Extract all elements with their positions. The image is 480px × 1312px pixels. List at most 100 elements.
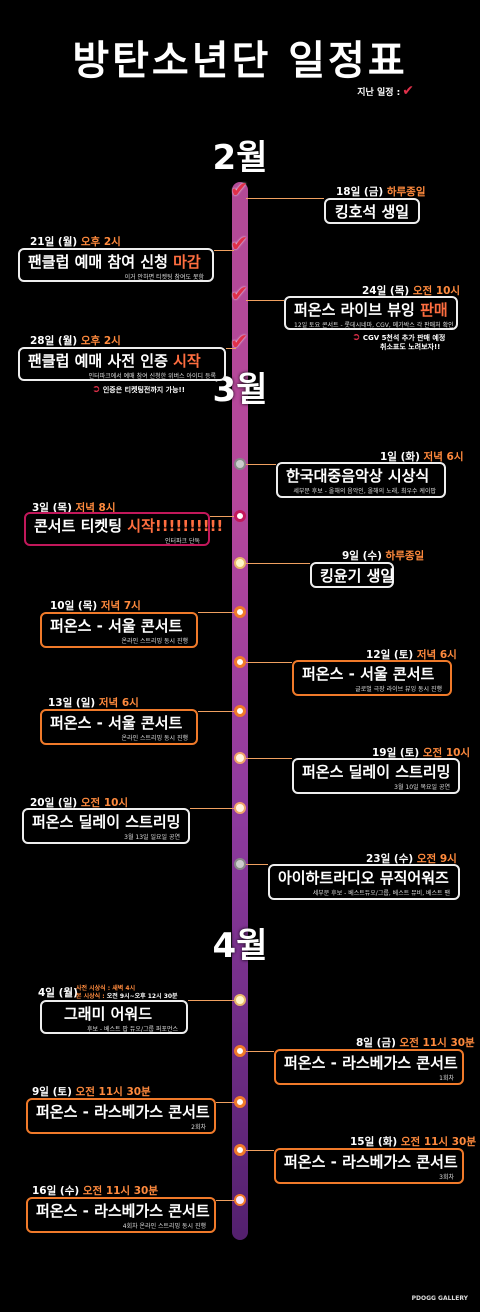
event-card-delay-streaming-1[interactable]: 퍼온스 딜레이 스트리밍 3월 10일 목요일 공연 xyxy=(292,758,460,794)
event-title: 퍼온스 - 라스베가스 콘서트 xyxy=(36,1202,210,1220)
connector-line xyxy=(246,1051,274,1052)
event-subtext: 3월 10일 목요일 공연 xyxy=(394,784,450,791)
event-note: ➲ CGV 5천석 추가 판매 예정 xyxy=(352,332,446,343)
event-card-fanclub-apply[interactable]: 팬클럽 예매 참여 신청 마감 이거 안하면 티켓팅 참여도 못함 xyxy=(18,248,214,282)
event-date: 9일 (수) 하루종일 xyxy=(342,550,425,562)
event-card-ticketing[interactable]: 콘서트 티켓팅 시작!!!!!!!!!! 인터파크 단독 xyxy=(24,512,223,546)
timeline-dot xyxy=(234,510,246,522)
event-card-hoseok-birthday[interactable]: 킹호석 생일 xyxy=(324,198,420,224)
event-subtext: 세부문 후보 - 베스트듀오/그룹, 베스트 뮤비, 베스트 팬 xyxy=(312,890,450,897)
timeline-dot xyxy=(234,656,246,668)
arrow-icon: ➲ xyxy=(352,332,361,343)
legend-label: 지난 일정 : xyxy=(357,88,401,98)
connector-line xyxy=(210,516,234,517)
event-card-kma[interactable]: 한국대중음악상 시상식 세부문 후보 - 올해의 음악인, 올해의 노래, 최우… xyxy=(276,462,446,498)
check-icon: ✔ xyxy=(402,83,414,99)
event-subtext: 후보 - 베스트 팝 듀오/그룹 퍼포먼스 xyxy=(86,1026,178,1033)
timeline-dot xyxy=(234,705,246,717)
event-title: 팬클럽 예매 사전 인증 시작 xyxy=(28,352,201,370)
connector-line xyxy=(198,612,234,613)
event-subtext: 세부문 후보 - 올해의 음악인, 올해의 노래, 최우수 케이팝 xyxy=(293,488,436,495)
event-card-lasvegas-1[interactable]: 퍼온스 - 라스베가스 콘서트 1회차 xyxy=(274,1049,464,1085)
event-subtext: 온라인 스트리밍 동시 진행 xyxy=(121,735,188,742)
event-subtext: 4회차 온라인 스트리밍 동시 진행 xyxy=(122,1223,206,1230)
credit-label: PDOGG GALLERY xyxy=(411,1295,468,1302)
event-card-lasvegas-3[interactable]: 퍼온스 - 라스베가스 콘서트 3회차 xyxy=(274,1148,464,1184)
event-date: 21일 (월) 오후 2시 xyxy=(30,236,121,248)
event-date: 18일 (금) 하루종일 xyxy=(336,186,426,198)
arrow-icon: ➲ xyxy=(92,384,101,395)
event-subtext: 인터파크 단독 xyxy=(164,538,200,545)
event-date: 16일 (수) 오전 11시 30분 xyxy=(32,1185,159,1197)
event-date: 28일 (월) 오후 2시 xyxy=(30,335,121,347)
event-note: 취소표도 노려보자!! xyxy=(380,343,441,351)
event-subtext: 글로벌 극장 라이브 뷰잉 동시 진행 xyxy=(355,686,442,693)
event-subtext: 3회차 xyxy=(439,1174,454,1181)
event-card-iheartradio[interactable]: 아이하트라디오 뮤직어워즈 세부문 후보 - 베스트듀오/그룹, 베스트 뮤비,… xyxy=(268,864,460,900)
event-card-fanclub-verify[interactable]: 팬클럽 예매 사전 인증 시작 인터파크에서 예매 참여 신청한 위버스 아이디… xyxy=(18,347,226,381)
connector-line xyxy=(188,1000,234,1001)
timeline-dot xyxy=(234,1194,246,1206)
month-label-feb: 2월 xyxy=(212,138,268,178)
event-date: 3일 (목) 저녁 8시 xyxy=(32,502,116,514)
event-title: 그래미 어워드 xyxy=(64,1005,153,1023)
month-label-apr: 4월 xyxy=(212,926,268,966)
connector-line xyxy=(246,662,292,663)
event-date: 13일 (일) 저녁 6시 xyxy=(48,697,139,709)
timeline-dot xyxy=(234,752,246,764)
event-subtext: 2회차 xyxy=(191,1124,206,1131)
connector-line xyxy=(246,758,292,759)
event-date: 1일 (화) 저녁 6시 xyxy=(380,451,464,463)
timeline-dot xyxy=(234,858,246,870)
event-time-detail: 사전 시상식 : 새벽 4시 xyxy=(76,985,136,992)
event-title: 퍼온스 - 서울 콘서트 xyxy=(302,665,435,683)
event-title: 퍼온스 딜레이 스트리밍 xyxy=(32,813,181,831)
event-title: 한국대중음악상 시상식 xyxy=(286,467,430,485)
event-card-live-viewing[interactable]: 퍼온스 라이브 뷰잉 판매 12일 토요 콘서트 - 롯데시네마, CGV, 메… xyxy=(284,296,458,330)
event-title: 퍼온스 라이브 뷰잉 판매 xyxy=(294,301,448,319)
event-title: 아이하트라디오 뮤직어워즈 xyxy=(278,869,449,887)
event-date: 10일 (목) 저녁 7시 xyxy=(50,600,141,612)
connector-line xyxy=(246,1150,274,1151)
connector-line xyxy=(246,864,268,865)
past-check-icon: ✔ xyxy=(230,282,249,307)
event-card-seoul-concert-2[interactable]: 퍼온스 - 서울 콘서트 글로벌 극장 라이브 뷰잉 동시 진행 xyxy=(292,660,452,696)
event-title: 퍼온스 - 라스베가스 콘서트 xyxy=(36,1103,210,1121)
connector-line xyxy=(246,464,276,465)
event-title: 퍼온스 - 서울 콘서트 xyxy=(50,617,183,635)
timeline-dot xyxy=(234,802,246,814)
event-card-delay-streaming-2[interactable]: 퍼온스 딜레이 스트리밍 3월 13일 일요일 공연 xyxy=(22,808,190,844)
event-card-grammy[interactable]: 그래미 어워드 후보 - 베스트 팝 듀오/그룹 퍼포먼스 xyxy=(40,1000,188,1034)
timeline-dot xyxy=(234,606,246,618)
connector-line xyxy=(190,808,234,809)
event-title: 팬클럽 예매 참여 신청 마감 xyxy=(28,253,201,271)
timeline-dot xyxy=(234,994,246,1006)
connector-line xyxy=(246,198,324,199)
event-card-lasvegas-4[interactable]: 퍼온스 - 라스베가스 콘서트 4회차 온라인 스트리밍 동시 진행 xyxy=(26,1197,216,1233)
event-title: 퍼온스 딜레이 스트리밍 xyxy=(302,763,451,781)
event-title: 킹호석 생일 xyxy=(334,203,410,221)
event-subtext: 1회차 xyxy=(439,1075,454,1082)
event-card-seoul-concert-3[interactable]: 퍼온스 - 서울 콘서트 온라인 스트리밍 동시 진행 xyxy=(40,709,198,745)
connector-line xyxy=(216,1200,234,1201)
connector-line xyxy=(214,250,234,251)
event-subtext: 12일 토요 콘서트 - 롯데시네마, CGV, 메가박스 각 판매처 확인 xyxy=(294,322,454,329)
event-title: 퍼온스 - 라스베가스 콘서트 xyxy=(284,1054,458,1072)
page-title: 방탄소년단 일정표 xyxy=(72,38,408,84)
event-card-lasvegas-2[interactable]: 퍼온스 - 라스베가스 콘서트 2회차 xyxy=(26,1098,216,1134)
event-date: 19일 (토) 오전 10시 xyxy=(372,747,471,759)
event-date: 8일 (금) 오전 11시 30분 xyxy=(356,1037,475,1049)
timeline-dot xyxy=(234,1144,246,1156)
past-check-icon: ✔ xyxy=(230,232,249,257)
past-check-icon: ✔ xyxy=(230,330,249,355)
event-card-seoul-concert-1[interactable]: 퍼온스 - 서울 콘서트 온라인 스트리밍 동시 진행 xyxy=(40,612,198,648)
connector-line xyxy=(226,348,236,349)
event-date: 12일 (토) 저녁 6시 xyxy=(366,649,457,661)
timeline-dot xyxy=(234,1045,246,1057)
event-date: 4일 (월) xyxy=(38,987,78,999)
event-card-yoongi-birthday[interactable]: 킹윤기 생일 xyxy=(310,562,394,588)
timeline-dot xyxy=(234,458,246,470)
event-note: ➲ 인증은 티켓팅전까지 가능!! xyxy=(92,384,185,395)
connector-line xyxy=(198,711,234,712)
connector-line xyxy=(246,563,310,564)
